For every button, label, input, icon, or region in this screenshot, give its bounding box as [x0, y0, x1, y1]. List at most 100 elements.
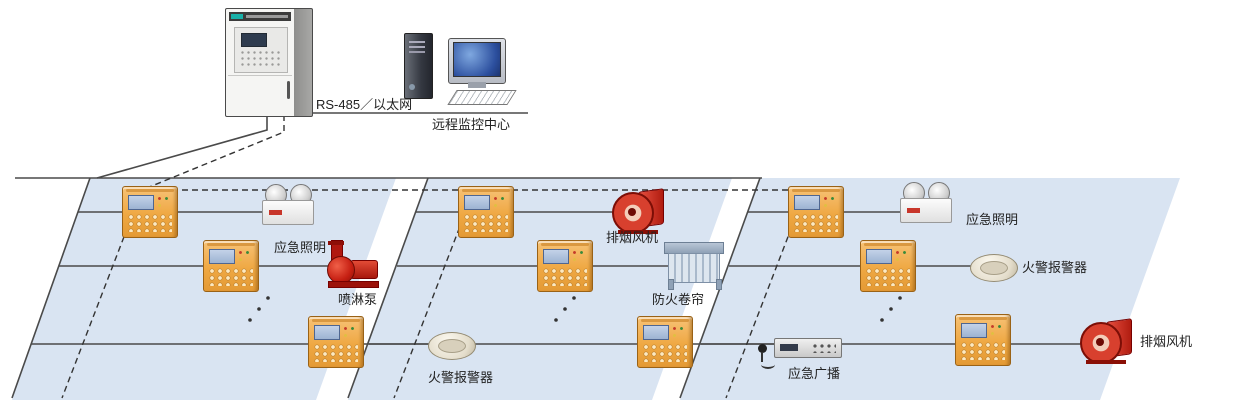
spray-pump-device — [327, 240, 379, 288]
controller-leds — [572, 250, 585, 263]
ellipsis-dot — [572, 296, 576, 300]
microphone-cord — [761, 360, 775, 369]
label-fire-shutter: 防火卷帘 — [652, 292, 705, 307]
controller-leds — [493, 196, 506, 209]
riser-dashed-floor3 — [725, 189, 807, 399]
label-fire-alarm-2: 火警报警器 — [1022, 260, 1088, 275]
detector-ring — [980, 261, 1008, 275]
label-spray-pump: 喷淋泵 — [338, 292, 378, 307]
zone-controller — [637, 316, 693, 368]
controller-lcd — [314, 325, 340, 340]
controller-lcd — [464, 195, 490, 210]
cabinet-trunk-line — [96, 115, 268, 179]
emergency-light-device — [900, 182, 952, 224]
ellipsis-dot — [563, 307, 567, 311]
label-emergency-light-2: 应急照明 — [966, 212, 1019, 227]
label-exhaust-fan-1: 排烟风机 — [606, 230, 659, 245]
fan-base — [1086, 360, 1126, 364]
riser-line-floor1 — [11, 177, 91, 399]
label-fire-alarm-1: 火警报警器 — [428, 370, 494, 385]
zone-controller — [308, 316, 364, 368]
label-broadcast: 应急广播 — [788, 366, 841, 381]
riser-dashed-floor2 — [393, 189, 475, 399]
riser-dashed-floor1 — [61, 189, 143, 399]
fire-control-cabinet — [225, 8, 313, 117]
zone-controller — [788, 186, 844, 238]
zone-controller — [458, 186, 514, 238]
shutter-leg — [716, 279, 722, 290]
label-exhaust-fan-2: 排烟风机 — [1140, 334, 1193, 349]
cabinet-door-seam — [228, 75, 292, 76]
emergency-light-device — [262, 184, 314, 226]
cabinet-trunk-dashed — [141, 115, 285, 191]
broadcast-amplifier-device — [756, 332, 842, 369]
controller-leds — [238, 250, 251, 263]
controller-keypad — [643, 344, 687, 362]
cabinet-handle — [287, 81, 290, 99]
controller-keypad — [961, 342, 1005, 360]
controller-lcd — [209, 249, 235, 264]
fan-hub — [1096, 338, 1104, 346]
computer-keyboard — [447, 90, 517, 105]
cabinet-display — [241, 33, 267, 47]
zone-controller — [203, 240, 259, 292]
monitor-stand — [468, 82, 486, 88]
cabinet-keypad — [240, 50, 282, 66]
fan-base — [618, 230, 658, 234]
fan-hub — [628, 208, 636, 216]
zone-controller — [860, 240, 916, 292]
label-monitoring-center: 远程监控中心 — [432, 117, 511, 132]
shutter-leg — [668, 279, 674, 290]
exhaust-fan-device — [612, 188, 666, 234]
controller-keypad — [794, 214, 838, 232]
zone-controller — [122, 186, 178, 238]
controller-leds — [990, 324, 1003, 337]
controller-leds — [343, 326, 356, 339]
cabinet-operator-panel — [234, 27, 288, 73]
continuation-dots — [248, 296, 902, 322]
ellipsis-dot — [248, 318, 252, 322]
controller-lcd — [543, 249, 569, 264]
zone-controller — [955, 314, 1011, 366]
ellipsis-dot — [889, 307, 893, 311]
ellipsis-dot — [898, 296, 902, 300]
ellipsis-dot — [880, 318, 884, 322]
controller-keypad — [209, 268, 253, 286]
controller-keypad — [314, 344, 358, 362]
ellipsis-dot — [266, 296, 270, 300]
controller-lcd — [128, 195, 154, 210]
smoke-detector-device — [428, 330, 476, 362]
controller-keypad — [866, 268, 910, 286]
smoke-detector-device — [970, 252, 1018, 284]
microphone-icon — [758, 344, 767, 362]
controller-leds — [672, 326, 685, 339]
light-body — [262, 200, 314, 225]
label-bus-protocol: RS-485／以太网 — [316, 97, 413, 112]
controller-lcd — [961, 323, 987, 338]
controller-lcd — [866, 249, 892, 264]
exhaust-fan-device — [1080, 318, 1134, 364]
fire-shutter-device — [664, 242, 724, 290]
shutter-curtain — [668, 253, 720, 283]
controller-keypad — [128, 214, 172, 232]
ellipsis-dot — [257, 307, 261, 311]
computer-monitor — [448, 38, 506, 84]
pump-base — [328, 281, 379, 288]
controller-lcd — [643, 325, 669, 340]
amplifier-box — [774, 338, 842, 358]
light-body — [900, 198, 952, 223]
label-emergency-light-1: 应急照明 — [274, 240, 327, 255]
controller-keypad — [464, 214, 508, 232]
monitor-screen — [453, 42, 501, 77]
cabinet-logo-strip — [229, 12, 291, 21]
controller-leds — [895, 250, 908, 263]
controller-leds — [823, 196, 836, 209]
zone-controller — [537, 240, 593, 292]
ellipsis-dot — [554, 318, 558, 322]
pump-volute — [327, 256, 355, 284]
controller-leds — [157, 196, 170, 209]
controller-lcd — [794, 195, 820, 210]
computer-tower — [404, 33, 433, 99]
controller-keypad — [543, 268, 587, 286]
